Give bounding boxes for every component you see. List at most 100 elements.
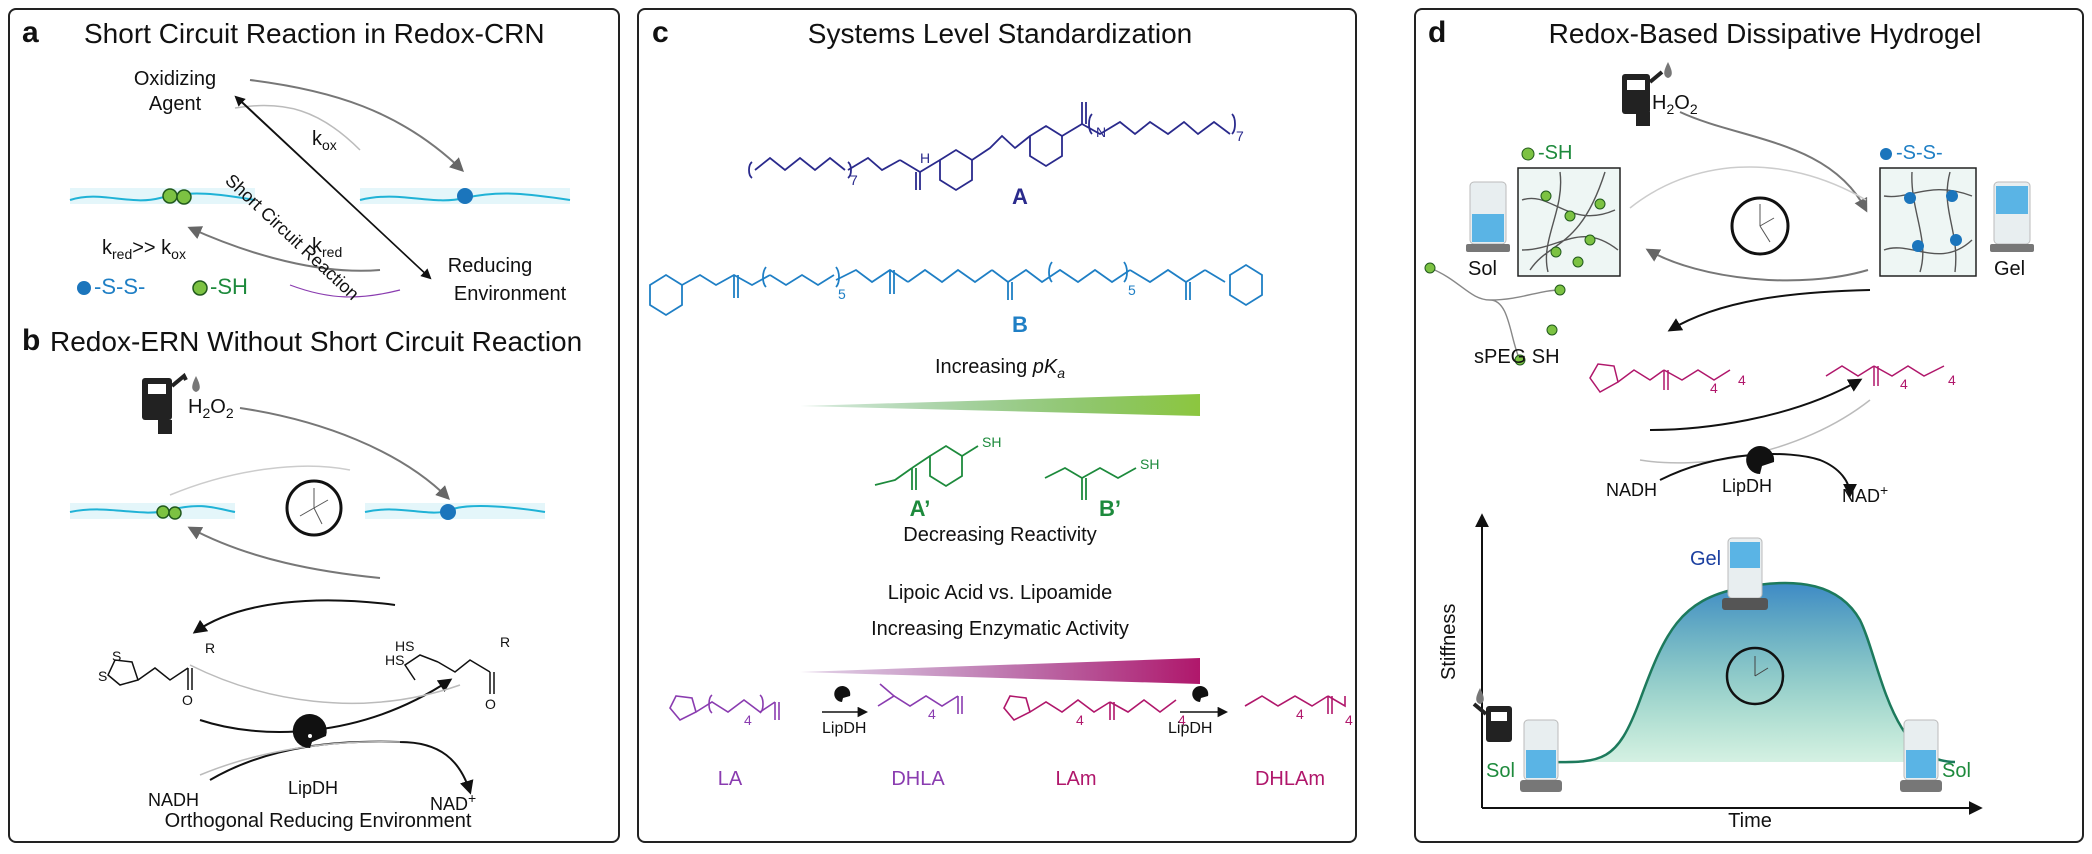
reducing-environment-label-1: Reducing [447,255,533,277]
vial-icon [1466,181,1510,252]
fuel-h2o2-label: H2O2 [188,396,234,421]
panel-b-label: b [22,324,41,357]
lipdh-label: LipDH [288,778,339,798]
gel-label-top: Gel [1994,258,2026,280]
repeat-4c: 4 [1076,712,1084,728]
lipoic-vs-lipoamide-label: Lipoic Acid vs. Lipoamide [887,582,1113,604]
pacman-enzyme-icon [1746,446,1775,474]
dihydrolipoic-structure [403,654,495,694]
droplet-icon [1476,688,1484,704]
sulfur-label: S [112,648,122,664]
thiol-legend: -SH [210,274,248,299]
panel-d-label: d [1428,16,1447,49]
la-label: LA [717,768,743,790]
lipoamide-structure-d [1589,363,1731,393]
oxygen-label-2: O [485,696,496,712]
lipdh-label-d: LipDH [1722,476,1773,496]
vial-icon [1990,181,2034,252]
repeat-4c-d: 4 [1900,376,1908,392]
thiol-label-hs: HS [395,638,415,654]
lipdh-label-2: LipDH [1168,720,1213,737]
pacman-enzyme-icon [834,686,851,702]
pka-gradient-wedge [800,394,1200,416]
panel-c [637,8,1357,843]
atom-n-2: N [1096,124,1107,140]
lam-structure [1003,695,1177,721]
nadh-label: NADH [148,790,200,810]
sol-network-box [1517,167,1621,277]
gel-network-box [1879,167,1977,277]
panel-c-title: Systems Level Standardization [807,18,1193,49]
decreasing-reactivity-label: Decreasing Reactivity [903,524,1097,546]
dhlam-structure [1244,695,1346,714]
rate-inequality-label: kred>> kox [102,237,186,262]
fuel-pump-icon [1472,702,1512,742]
sulfur-label-2: S [98,668,108,684]
y-axis-label: Stiffness [1438,603,1460,680]
atom-h-1: H [920,150,931,166]
reducing-environment-label-2: Environment [453,283,567,305]
thiol-label-hs-2: HS [385,652,405,668]
sol-end-label: Sol [1942,760,1971,782]
speg-sh-label: sPEG SH [1474,346,1560,368]
oxygen-label: O [182,692,193,708]
fuel-h2o2-label-d: H2O2 [1652,92,1698,117]
panel-a-label: a [22,16,39,49]
r-group-label: R [205,640,216,656]
pacman-enzyme-icon [1192,686,1209,702]
nad-label: NAD+ [430,790,477,814]
x-axis-label: Time [1728,810,1772,832]
repeat-4b: 4 [928,706,936,722]
panel-b-title: Redox-ERN Without Short Circuit Reaction [50,326,583,357]
compound-a-structure [748,102,1236,192]
lam-label: LAm [1055,768,1097,790]
droplet-icon [192,376,200,392]
fuel-pump-icon [1622,70,1664,126]
disulfide-legend: -S-S- [94,274,146,299]
enzymatic-gradient-wedge [800,658,1200,684]
polymer-strand-right [359,188,571,204]
repeat-4d-d: 4 [1948,372,1956,388]
pacman-enzyme-icon [292,714,327,749]
clock-icon [285,479,343,537]
lipdh-label-1: LipDH [822,720,867,737]
compound-b-prime-label: B’ [1099,496,1121,521]
orthogonal-reducing-label: Orthogonal Reducing Environment [164,810,472,832]
k-red-label: kred [312,235,343,260]
oxidizing-agent-label-2: Agent [148,93,202,115]
repeat-4f: 4 [1345,712,1353,728]
clock-icon [1730,196,1790,256]
compound-a-label: A [1012,184,1028,209]
dhla-structure [877,683,963,714]
repeat-5a: 5 [838,286,846,302]
vial-icon [1722,537,1768,610]
repeat-4a: 4 [744,712,752,728]
nadh-label-d: NADH [1606,480,1658,500]
thiol-dot-icon [192,280,208,296]
vial-icon [1520,719,1562,792]
k-ox-label: kox [312,128,337,153]
dihydrolipoamide-structure-d [1825,365,1945,386]
repeat-5b: 5 [1128,282,1136,298]
repeat-4a-d: 4 [1710,380,1718,396]
panel-c-label: c [652,16,669,49]
speg-strands [1429,267,1561,361]
droplet-icon [1664,62,1672,78]
compound-a-prime-structure [874,444,979,490]
la-structure [669,694,780,721]
repeat-7b: 7 [1236,128,1244,144]
gel-peak-label: Gel [1690,548,1722,570]
compound-b-prime-structure [1044,466,1137,500]
sh-label-b-prime: SH [1140,456,1160,472]
sh-label-a-prime: SH [982,434,1002,450]
compound-b-label: B [1012,312,1028,337]
disulfide-dot-icon [77,281,91,295]
r-group-label-2: R [500,634,511,650]
stiffness-curve-fill [1535,582,1955,763]
increasing-enzymatic-label: Increasing Enzymatic Activity [871,618,1129,640]
sol-start-label: Sol [1486,760,1515,782]
panel-d-title: Redox-Based Dissipative Hydrogel [1548,18,1982,49]
fuel-pump-icon [142,372,188,434]
oxidizing-agent-label-1: Oxidizing [133,68,217,90]
